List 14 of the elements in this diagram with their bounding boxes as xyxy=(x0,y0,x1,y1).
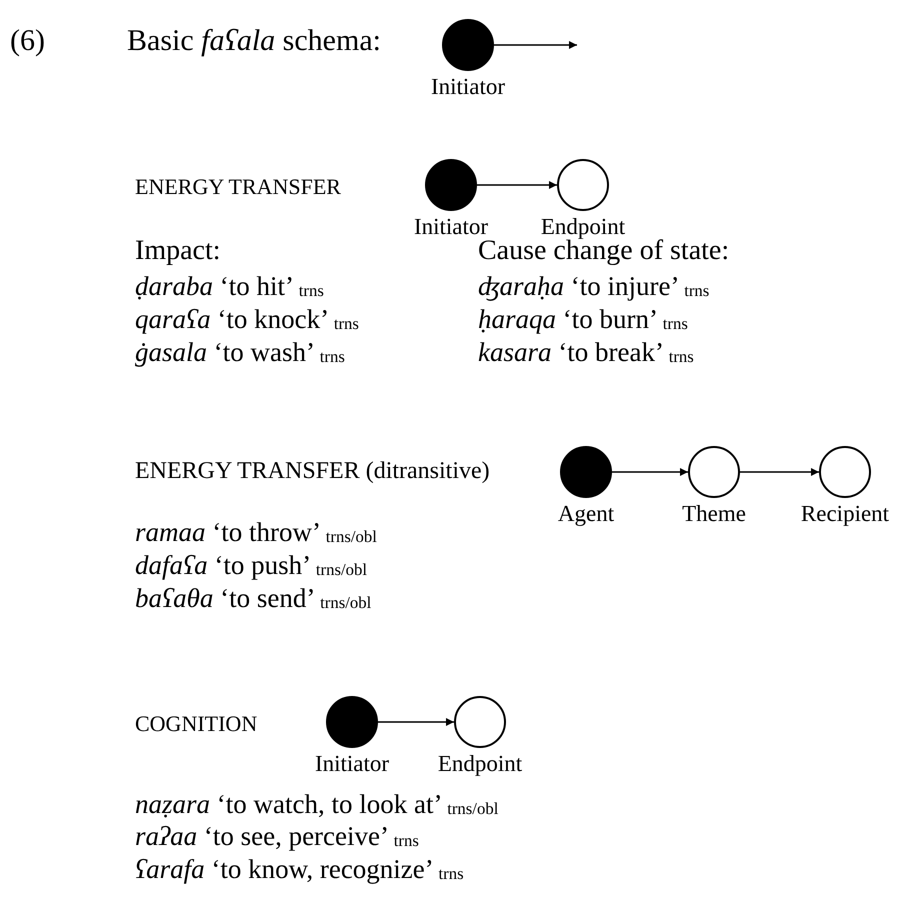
role-label: Initiator xyxy=(314,751,390,776)
role-label: Initiator xyxy=(414,214,488,240)
role-label: Endpoint xyxy=(540,214,626,240)
role-label: Endpoint xyxy=(438,751,522,776)
section-heading: ENERGY TRANSFER xyxy=(135,175,341,200)
column-heading: Impact: xyxy=(135,236,221,267)
section-heading: ENERGY TRANSFER (ditransitive) xyxy=(135,458,490,484)
schema-heading: Basic faʕala schema: xyxy=(127,24,381,57)
role-label: Agent xyxy=(558,501,614,526)
role-label: Recipient xyxy=(800,501,890,526)
example-number: (6) xyxy=(10,24,45,57)
role-label: Theme xyxy=(682,501,746,526)
section-heading: COGNITION xyxy=(135,712,258,736)
role-label: Initiator xyxy=(430,74,506,100)
